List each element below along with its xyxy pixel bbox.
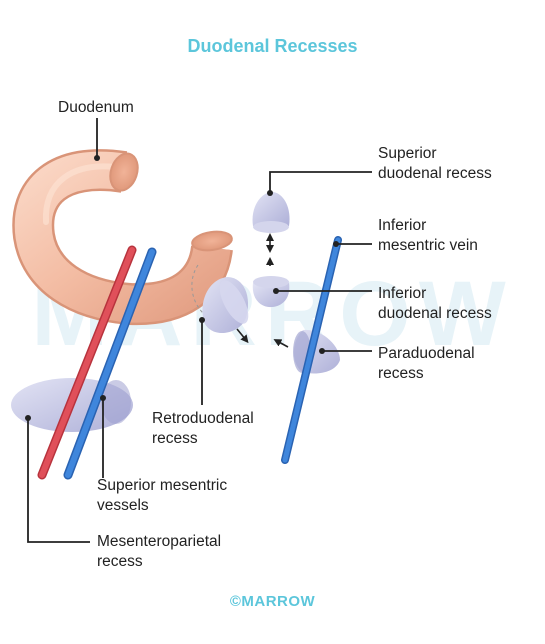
inferior-duodenal-recess-shape — [252, 276, 290, 308]
label-superior-duodenal-recess: Superior duodenal recess — [378, 145, 492, 182]
duodenum-shape — [12, 149, 233, 326]
superior-mesentric-vein — [63, 247, 157, 480]
superior-mesentric-artery — [37, 245, 137, 480]
label-retroduodenal-recess: Retroduodenal recess — [152, 410, 254, 447]
inferior-mesentric-vein-shape — [281, 236, 342, 464]
leader-lines — [27, 118, 372, 543]
label-mesenteroparietal-recess: Mesenteroparietal recess — [97, 533, 222, 570]
leader-dots — [25, 155, 339, 421]
label-inferior-duodenal-recess: Inferior duodenal recess — [378, 285, 492, 322]
recess-arrows — [236, 233, 289, 348]
label-paraduodenal-recess: Paraduodenal recess — [378, 345, 475, 382]
retroduodenal-recess-shape — [202, 277, 249, 334]
superior-duodenal-recess-shape — [252, 192, 290, 233]
label-duodenum: Duodenum — [58, 99, 134, 116]
label-inferior-mesentric-vein: Inferior mesentric vein — [378, 217, 478, 254]
diagram-title: Duodenal Recesses — [187, 36, 358, 56]
label-superior-mesentric-vessels: Superior mesentric vessels — [97, 477, 228, 514]
marrow-logo: ©MARROW — [229, 593, 316, 610]
